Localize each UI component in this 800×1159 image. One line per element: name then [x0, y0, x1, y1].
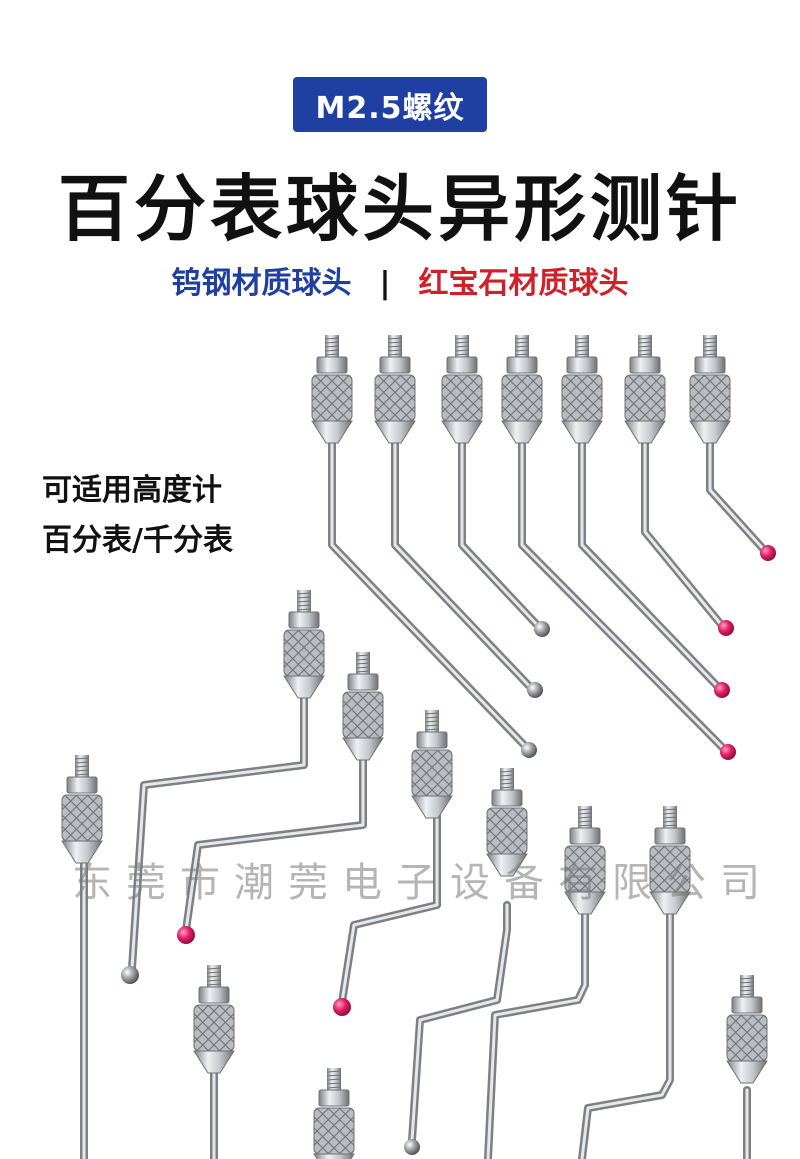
company-watermark: 东莞市潮莞电子设备有限公司: [72, 860, 774, 906]
tungsten-material-label: 钨钢材质球头: [171, 266, 352, 301]
applicable-devices: 可适用高度计 百分表/千分表: [42, 466, 233, 566]
material-subtitle: 钨钢材质球头 | 红宝石材质球头: [0, 258, 800, 302]
thread-spec-badge: M2.5螺纹: [293, 77, 487, 132]
applicable-line-2: 百分表/千分表: [42, 523, 233, 558]
ruby-material-label: 红宝石材质球头: [418, 266, 629, 301]
subtitle-separator: |: [379, 266, 391, 301]
page-title: 百分表球头异形测针: [57, 167, 742, 251]
applicable-line-1: 可适用高度计: [42, 473, 222, 508]
